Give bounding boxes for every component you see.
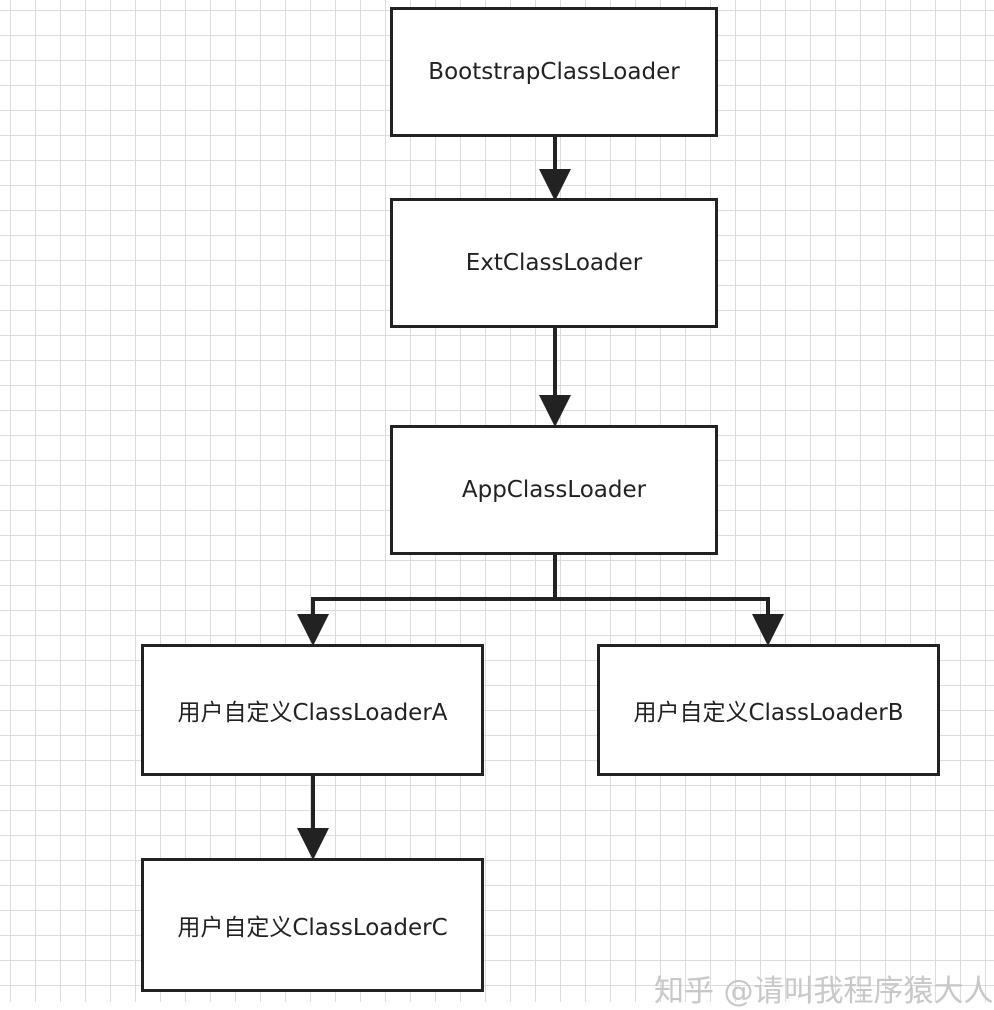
node-custom-classloader-a: 用户自定义ClassLoaderA bbox=[141, 644, 484, 776]
node-label: AppClassLoader bbox=[461, 477, 647, 503]
node-label: ExtClassLoader bbox=[465, 250, 643, 276]
node-bootstrap-classloader: BootstrapClassLoader bbox=[390, 7, 718, 137]
edge-app-custom-a bbox=[297, 555, 557, 646]
node-label: 用户自定义ClassLoaderC bbox=[177, 915, 448, 941]
node-ext-classloader: ExtClassLoader bbox=[390, 198, 718, 328]
node-label: 用户自定义ClassLoaderA bbox=[177, 700, 448, 726]
watermark-text: 知乎 @请叫我程序猿大人 bbox=[654, 974, 994, 1009]
node-label: 用户自定义ClassLoaderB bbox=[633, 700, 904, 726]
node-custom-classloader-b: 用户自定义ClassLoaderB bbox=[597, 644, 940, 776]
node-custom-classloader-c: 用户自定义ClassLoaderC bbox=[141, 858, 484, 992]
edge-app-custom-b bbox=[555, 597, 784, 646]
node-label: BootstrapClassLoader bbox=[428, 59, 680, 85]
node-app-classloader: AppClassLoader bbox=[390, 425, 718, 555]
